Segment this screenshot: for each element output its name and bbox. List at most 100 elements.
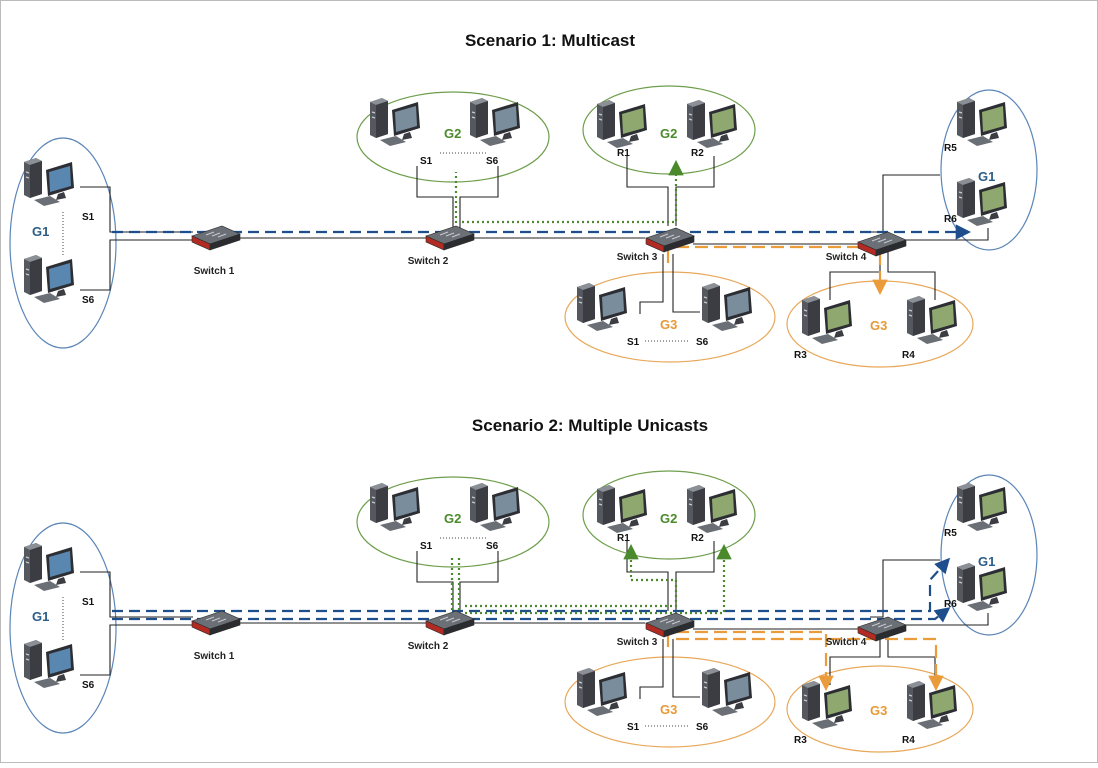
node-label-g1-s1: S1 [82, 212, 95, 223]
computer-g2-s6-icon [470, 483, 520, 531]
node-label-g2-r2: R2 [691, 533, 704, 544]
node-label-g2-r1: R1 [617, 533, 630, 544]
computer-g2-s1-icon [370, 98, 420, 146]
group-g2-sender-label: G2 [444, 511, 461, 526]
group-g1-sender-label: G1 [32, 609, 49, 624]
computer-g2-r1-icon [597, 485, 647, 533]
wire-g2-s1 [416, 551, 454, 613]
group-g1-receiver-label: G1 [978, 169, 995, 184]
wire-switch4-r4 [887, 252, 936, 300]
node-label-g2-r2: R2 [691, 148, 704, 159]
switch-1-label: Switch 1 [194, 266, 235, 277]
switch-2-label: Switch 2 [408, 641, 449, 652]
wire-g3-s6 [672, 254, 700, 313]
node-label-g3-s1: S1 [627, 337, 640, 348]
node-label-g2-s6: S6 [486, 541, 499, 552]
flow-g2-unicast-r1 [465, 543, 678, 608]
group-g3-sender-ellipse [564, 656, 776, 748]
computer-g1-r5-icon [957, 98, 1007, 146]
node-label-g1-r6: R6 [944, 599, 957, 610]
wire-g1-s1 [80, 571, 193, 618]
computer-g3-r4-icon [907, 681, 957, 729]
node-label-g3-r3: R3 [794, 735, 807, 746]
computer-g1-r6-icon [957, 178, 1007, 226]
node-label-g1-s6: S6 [82, 680, 95, 691]
flow-g3-unicast-r4 [676, 637, 944, 692]
wire-switch4-r6 [905, 613, 989, 626]
flow-g1-unicast-r6 [112, 607, 951, 623]
group-g1-receiver-ellipse [940, 89, 1038, 251]
group-g3-sender-label: G3 [660, 317, 677, 332]
switch-3-label: Switch 3 [617, 252, 658, 263]
switch-3-icon [645, 612, 695, 638]
switch-4-label: Switch 4 [826, 637, 867, 648]
wire-g3-s6 [672, 639, 700, 698]
group-g3-sender-ellipse [564, 271, 776, 363]
computer-g3-s1-icon [577, 668, 627, 716]
switch-1-icon [191, 225, 241, 251]
group-g2-sender-ellipse [356, 91, 550, 183]
node-label-g2-s6: S6 [486, 156, 499, 167]
group-g3-sender-label: G3 [660, 702, 677, 717]
node-label-g3-r4: R4 [902, 350, 915, 361]
wire-switch4-r5 [870, 174, 940, 233]
switch-1-icon [191, 610, 241, 636]
node-label-g2-s1: S1 [420, 541, 433, 552]
group-g3-receiver-ellipse [786, 665, 974, 753]
node-label-g3-s1: S1 [627, 722, 640, 733]
computer-g2-r1-icon [597, 100, 647, 148]
wire-g1-s6 [80, 624, 195, 676]
switch-4-icon [857, 616, 907, 642]
computer-g3-r4-icon [907, 296, 957, 344]
computer-g1-s1-icon [24, 158, 74, 206]
wire-g2-s6 [459, 166, 499, 228]
group-g1-sender-ellipse [9, 137, 117, 349]
node-label-g2-s1: S1 [420, 156, 433, 167]
switch-3-icon [645, 227, 695, 253]
group-g1-receiver-label: G1 [978, 554, 995, 569]
scenario-title: Scenario 1: Multicast [465, 31, 635, 50]
wire-g1-s6 [80, 239, 195, 291]
computer-g2-r2-icon [687, 100, 737, 148]
node-label-g1-r6: R6 [944, 214, 957, 225]
wire-g2-r2 [675, 156, 715, 226]
wire-g2-s1 [416, 166, 454, 228]
switch-4-icon [857, 231, 907, 257]
node-label-g1-s6: S6 [82, 295, 95, 306]
wire-switch4-r5 [870, 559, 940, 618]
group-g1-sender-ellipse [9, 522, 117, 734]
node-label-g1-r5: R5 [944, 528, 957, 539]
computer-g1-r6-icon [957, 563, 1007, 611]
computer-g1-s6-icon [24, 640, 74, 688]
computer-g2-r2-icon [687, 485, 737, 533]
wire-switch4-r6 [905, 228, 989, 241]
wire-g2-r1 [626, 156, 669, 226]
computer-g1-r5-icon [957, 483, 1007, 531]
group-g2-receiver-ellipse [582, 470, 756, 560]
node-label-g1-s1: S1 [82, 597, 95, 608]
group-g2-receiver-label: G2 [660, 511, 677, 526]
wire-g2-s6 [459, 551, 499, 613]
node-label-g3-r3: R3 [794, 350, 807, 361]
group-g3-receiver-label: G3 [870, 703, 887, 718]
node-label-g2-r1: R1 [617, 148, 630, 159]
flow-g2-multicast [462, 159, 684, 224]
flow-g3-multicast [676, 245, 888, 296]
scenario-title: Scenario 2: Multiple Unicasts [472, 416, 708, 435]
flow-g2-unicast-r2 [465, 543, 732, 615]
switch-4-label: Switch 4 [826, 252, 867, 263]
flow-g1-unicast-r5 [112, 557, 951, 613]
switch-2-icon [425, 225, 475, 251]
switch-3-label: Switch 3 [617, 637, 658, 648]
node-label-g3-s6: S6 [696, 337, 709, 348]
computer-g2-s1-icon [370, 483, 420, 531]
group-g3-receiver-label: G3 [870, 318, 887, 333]
computer-g3-s1-icon [577, 283, 627, 331]
computer-g3-r3-icon [802, 681, 852, 729]
wire-g3-s1 [639, 639, 664, 699]
